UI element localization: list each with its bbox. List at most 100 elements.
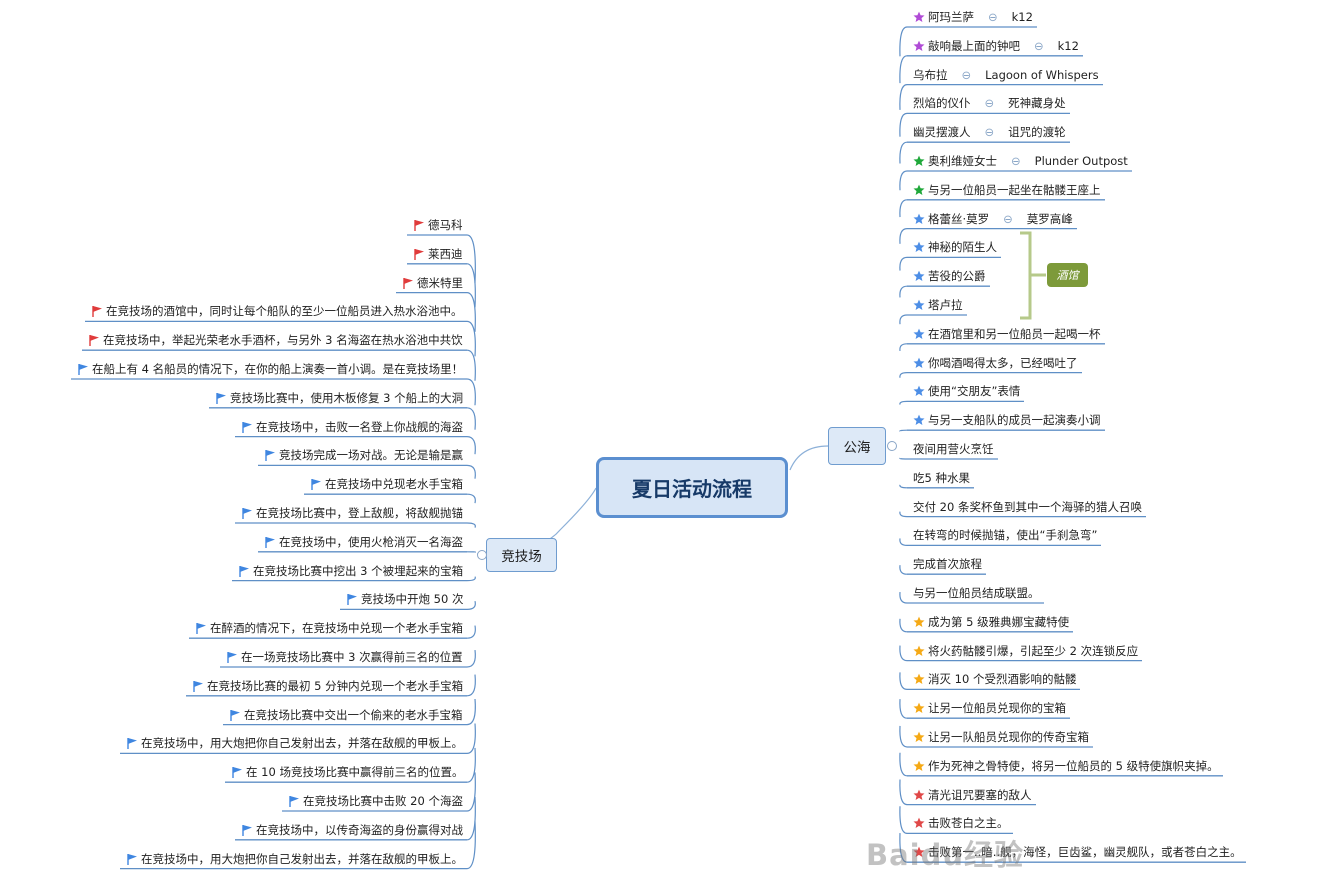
arena-item[interactable]: 在竞技场比赛中击败 20 个海盗 bbox=[288, 794, 463, 808]
arena-item[interactable]: 在竞技场中，用大炮把你自己发射出去，并落在敌舰的甲板上。 bbox=[126, 736, 463, 750]
high-seas-item[interactable]: 成为第 5 级雅典娜宝藏特使 bbox=[913, 615, 1069, 629]
high-seas-item-label: 成为第 5 级雅典娜宝藏特使 bbox=[928, 614, 1070, 629]
arena-item[interactable]: 德马科 bbox=[413, 218, 463, 232]
high-seas-item-label: 奥利维娅女士 bbox=[928, 154, 997, 168]
high-seas-subitem: 死神藏身处 bbox=[1008, 96, 1066, 111]
high-seas-item[interactable]: 吃5 种水果 bbox=[913, 471, 970, 485]
high-seas-subitem: 诅咒的渡轮 bbox=[1008, 125, 1066, 140]
arena-item[interactable]: 在竞技场比赛中挖出 3 个被埋起来的宝箱 bbox=[238, 564, 463, 578]
arena-item[interactable]: 莱西迪 bbox=[413, 247, 463, 261]
high-seas-item-label: 清光诅咒要塞的敌人 bbox=[928, 787, 1032, 802]
collapse-right-icon[interactable] bbox=[887, 441, 897, 451]
tavern-tag: 酒馆 bbox=[1047, 263, 1088, 287]
arena-item[interactable]: 在竞技场的酒馆中，同时让每个船队的至少一位船员进入热水浴池中。 bbox=[91, 304, 463, 318]
high-seas-item-label: 在转弯的时候抛锚，使出“手刹急弯” bbox=[913, 528, 1098, 543]
high-seas-item-label: 阿玛兰萨 bbox=[928, 10, 974, 24]
arena-item[interactable]: 在竞技场比赛中交出一个偷来的老水手宝箱 bbox=[229, 708, 463, 722]
high-seas-item[interactable]: 清光诅咒要塞的敌人 bbox=[913, 788, 1032, 802]
high-seas-item[interactable]: 塔卢拉 bbox=[913, 298, 963, 312]
collapse-dot-icon: ⊖ bbox=[984, 125, 995, 140]
arena-item[interactable]: 竞技场中开炮 50 次 bbox=[346, 592, 463, 606]
arena-item[interactable]: 在竞技场中，使用火枪消灭一名海盗 bbox=[264, 535, 463, 549]
arena-item[interactable]: 竞技场完成一场对战。无论是输是赢 bbox=[264, 448, 463, 462]
high-seas-item[interactable]: 与另一支船队的成员一起演奏小调 bbox=[913, 413, 1101, 427]
high-seas-subitem: Lagoon of Whispers bbox=[985, 67, 1099, 82]
branch-high-seas[interactable]: 公海 bbox=[828, 427, 886, 465]
blue-star-icon bbox=[913, 357, 925, 368]
yellow-star-icon bbox=[913, 616, 925, 627]
arena-item[interactable]: 竞技场比赛中，使用木板修复 3 个船上的大洞 bbox=[215, 391, 463, 405]
arena-item[interactable]: 在 10 场竞技场比赛中赢得前三名的位置。 bbox=[231, 765, 463, 779]
branch-arena[interactable]: 竞技场 bbox=[486, 538, 557, 572]
high-seas-item[interactable]: 烈焰的仪仆⊖死神藏身处 bbox=[913, 96, 1066, 110]
arena-item[interactable]: 德米特里 bbox=[402, 276, 463, 290]
high-seas-item[interactable]: 完成首次旅程 bbox=[913, 557, 982, 571]
high-seas-item[interactable]: 你喝酒喝得太多，已经喝吐了 bbox=[913, 356, 1078, 370]
high-seas-item[interactable]: 格蕾丝·莫罗⊖莫罗高峰 bbox=[913, 212, 1073, 226]
blue-flag-icon bbox=[242, 824, 252, 836]
watermark: Baidu经验 bbox=[866, 838, 1025, 872]
green-star-icon bbox=[913, 184, 925, 195]
high-seas-item-label: 与另一支船队的成员一起演奏小调 bbox=[928, 413, 1101, 428]
blue-flag-icon bbox=[239, 565, 249, 577]
arena-item[interactable]: 在竞技场中，击败一名登上你战舰的海盗 bbox=[241, 420, 463, 434]
high-seas-item[interactable]: 敲响最上面的钟吧⊖k12 bbox=[913, 39, 1079, 53]
yellow-star-icon bbox=[913, 760, 925, 771]
arena-item[interactable]: 在竞技场比赛的最初 5 分钟内兑现一个老水手宝箱 bbox=[192, 679, 463, 693]
red-flag-icon bbox=[92, 306, 102, 318]
high-seas-item[interactable]: 击败第一..暗..舰，海怪，巨齿鲨，幽灵舰队，或者苍白之主。 bbox=[913, 845, 1242, 859]
arena-item[interactable]: 在竞技场中，举起光荣老水手酒杯，与另外 3 名海盗在热水浴池中共饮 bbox=[88, 333, 463, 347]
high-seas-item[interactable]: 与另一位船员一起坐在骷髅王座上 bbox=[913, 183, 1101, 197]
collapse-left-icon[interactable] bbox=[477, 550, 487, 560]
high-seas-item[interactable]: 在酒馆里和另一位船员一起喝一杯 bbox=[913, 327, 1101, 341]
high-seas-item[interactable]: 消灭 10 个受烈酒影响的骷髅 bbox=[913, 672, 1076, 686]
arena-item-label: 竞技场完成一场对战。无论是输是赢 bbox=[279, 448, 463, 463]
high-seas-item[interactable]: 神秘的陌生人 bbox=[913, 240, 997, 254]
arena-item-label: 在醉酒的情况下，在竞技场中兑现一个老水手宝箱 bbox=[210, 621, 463, 636]
arena-item[interactable]: 在醉酒的情况下，在竞技场中兑现一个老水手宝箱 bbox=[195, 621, 463, 635]
collapse-dot-icon: ⊖ bbox=[961, 67, 972, 82]
high-seas-item[interactable]: 作为死神之骨特使，将另一位船员的 5 级特使旗帜夹掉。 bbox=[913, 759, 1219, 773]
blue-flag-icon bbox=[127, 853, 137, 865]
red-flag-icon bbox=[89, 335, 99, 347]
root-topic[interactable]: 夏日活动流程 bbox=[596, 457, 788, 518]
red-flag-icon bbox=[403, 277, 413, 289]
red-star-icon bbox=[913, 846, 925, 858]
blue-flag-icon bbox=[289, 796, 299, 807]
high-seas-item[interactable]: 阿玛兰萨⊖k12 bbox=[913, 10, 1033, 24]
high-seas-item[interactable]: 击败苍白之主。 bbox=[913, 816, 1009, 830]
high-seas-item[interactable]: 在转弯的时候抛锚，使出“手刹急弯” bbox=[913, 528, 1097, 542]
high-seas-item[interactable]: 乌布拉⊖Lagoon of Whispers bbox=[913, 68, 1099, 82]
blue-star-icon bbox=[913, 414, 925, 426]
high-seas-item[interactable]: 与另一位船员结成联盟。 bbox=[913, 586, 1040, 600]
arena-item[interactable]: 在竞技场比赛中，登上敌舰，将敌舰抛锚 bbox=[241, 506, 463, 520]
high-seas-item[interactable]: 夜间用营火烹饪 bbox=[913, 442, 994, 456]
high-seas-item[interactable]: 将火药骷髅引爆，引起至少 2 次连锁反应 bbox=[913, 644, 1138, 658]
blue-flag-icon bbox=[230, 709, 240, 721]
high-seas-item[interactable]: 奥利维娅女士⊖Plunder Outpost bbox=[913, 154, 1128, 168]
collapse-dot-icon: ⊖ bbox=[988, 10, 998, 24]
high-seas-item[interactable]: 交付 20 条奖杯鱼到其中一个海驿的猎人召唤 bbox=[913, 500, 1142, 514]
high-seas-item[interactable]: 让另一队船员兑现你的传奇宝箱 bbox=[913, 730, 1089, 744]
arena-item[interactable]: 在竞技场中，用大炮把你自己发射出去，并落在敌舰的甲板上。 bbox=[126, 852, 463, 866]
high-seas-item[interactable]: 苦役的公爵 bbox=[913, 269, 986, 283]
high-seas-item-label: 神秘的陌生人 bbox=[928, 240, 997, 255]
blue-star-icon bbox=[913, 213, 925, 224]
high-seas-item[interactable]: 使用“交朋友”表情 bbox=[913, 384, 1020, 398]
arena-item-label: 竞技场比赛中，使用木板修复 3 个船上的大洞 bbox=[230, 390, 464, 405]
arena-item[interactable]: 在船上有 4 名船员的情况下，在你的船上演奏一首小调。是在竞技场里！ bbox=[77, 362, 463, 376]
red-flag-icon bbox=[414, 220, 424, 231]
high-seas-item[interactable]: 让另一位船员兑现你的宝箱 bbox=[913, 701, 1066, 715]
high-seas-item[interactable]: 幽灵摆渡人⊖诅咒的渡轮 bbox=[913, 125, 1066, 139]
arena-item[interactable]: 在一场竞技场比赛中 3 次赢得前三名的位置 bbox=[226, 650, 463, 664]
high-seas-item-label: 吃5 种水果 bbox=[913, 470, 970, 485]
high-seas-item-label: 格蕾丝·莫罗 bbox=[928, 211, 990, 226]
yellow-star-icon bbox=[913, 673, 925, 685]
arena-item[interactable]: 在竞技场中，以传奇海盗的身份赢得对战 bbox=[241, 823, 463, 837]
high-seas-item-label: 敲响最上面的钟吧 bbox=[928, 38, 1020, 53]
blue-flag-icon bbox=[78, 364, 88, 375]
blue-star-icon bbox=[913, 328, 925, 339]
arena-item-label: 在竞技场中，用大炮把你自己发射出去，并落在敌舰的甲板上。 bbox=[141, 851, 463, 866]
arena-item[interactable]: 在竞技场中兑现老水手宝箱 bbox=[310, 477, 463, 491]
high-seas-item-label: 击败苍白之主。 bbox=[928, 816, 1009, 831]
